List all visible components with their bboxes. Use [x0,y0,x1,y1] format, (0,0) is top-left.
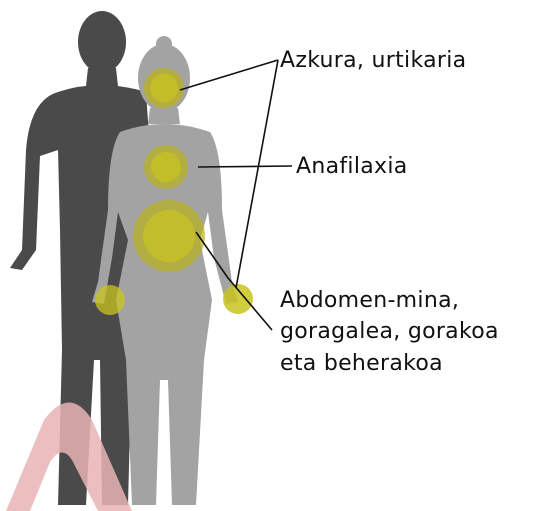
label-itching: Azkura, urtikaria [280,48,466,73]
highlight-right-hand [223,284,253,314]
label-abdominal-line2: goragalea, gorakoa [280,319,499,344]
highlight-left-hand [95,285,125,315]
label-abdominal-line3: eta beherakoa [280,351,443,376]
label-abdominal-line1: Abdomen-mina, [280,288,459,313]
label-anaphylaxis: Anafilaxia [296,154,408,179]
